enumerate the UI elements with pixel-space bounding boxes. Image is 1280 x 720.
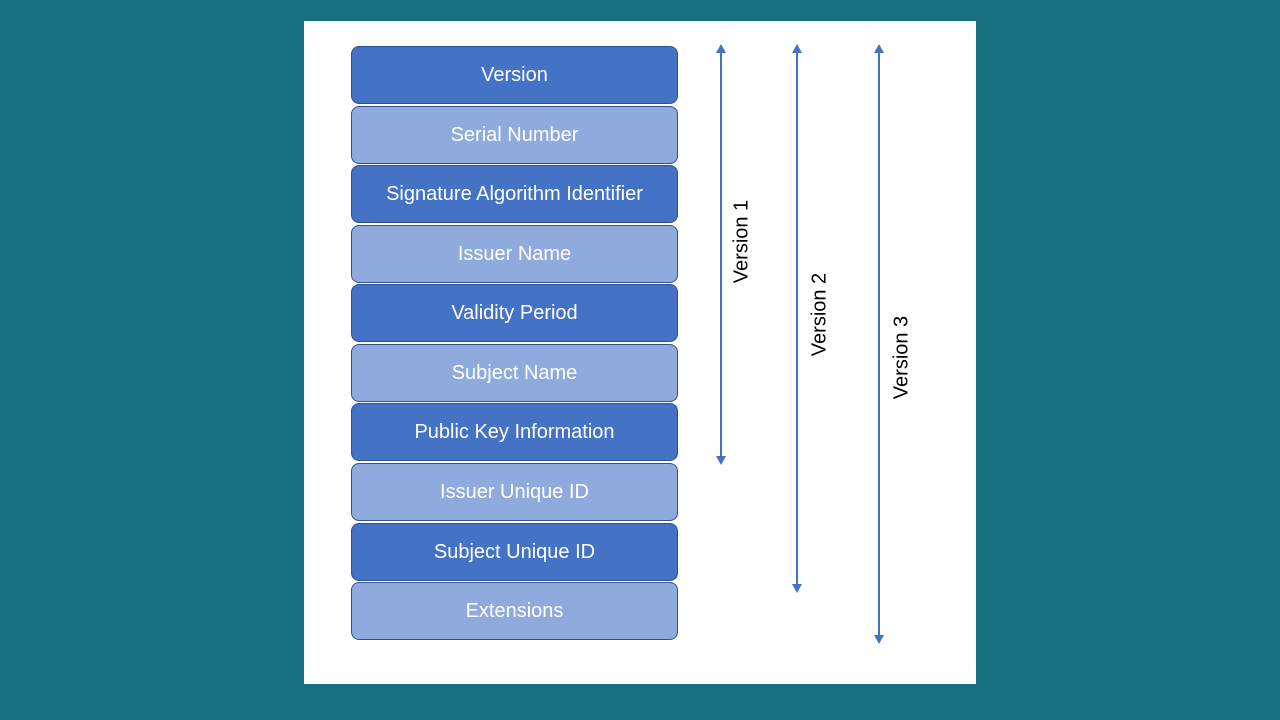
field-signature-algorithm-identifier: Signature Algorithm Identifier xyxy=(351,165,678,223)
version-2-arrow xyxy=(792,44,802,593)
field-validity-period: Validity Period xyxy=(351,284,678,342)
arrow-down-icon xyxy=(874,635,884,644)
field-issuer-name: Issuer Name xyxy=(351,225,678,283)
field-issuer-unique-id: Issuer Unique ID xyxy=(351,463,678,521)
version-3-arrow xyxy=(874,44,884,644)
version-1-arrow xyxy=(716,44,726,465)
field-version: Version xyxy=(351,46,678,104)
field-serial-number: Serial Number xyxy=(351,106,678,164)
version-1-label: Version 1 xyxy=(730,199,753,284)
arrow-up-icon xyxy=(874,44,884,53)
version-2-label: Version 2 xyxy=(808,272,831,357)
field-subject-name: Subject Name xyxy=(351,344,678,402)
arrow-up-icon xyxy=(716,44,726,53)
arrow-down-icon xyxy=(716,456,726,465)
field-extensions: Extensions xyxy=(351,582,678,640)
field-subject-unique-id: Subject Unique ID xyxy=(351,523,678,581)
arrow-down-icon xyxy=(792,584,802,593)
field-public-key-information: Public Key Information xyxy=(351,403,678,461)
slide-canvas: Version Serial Number Signature Algorith… xyxy=(304,21,976,684)
arrow-up-icon xyxy=(792,44,802,53)
version-3-label: Version 3 xyxy=(890,315,913,400)
